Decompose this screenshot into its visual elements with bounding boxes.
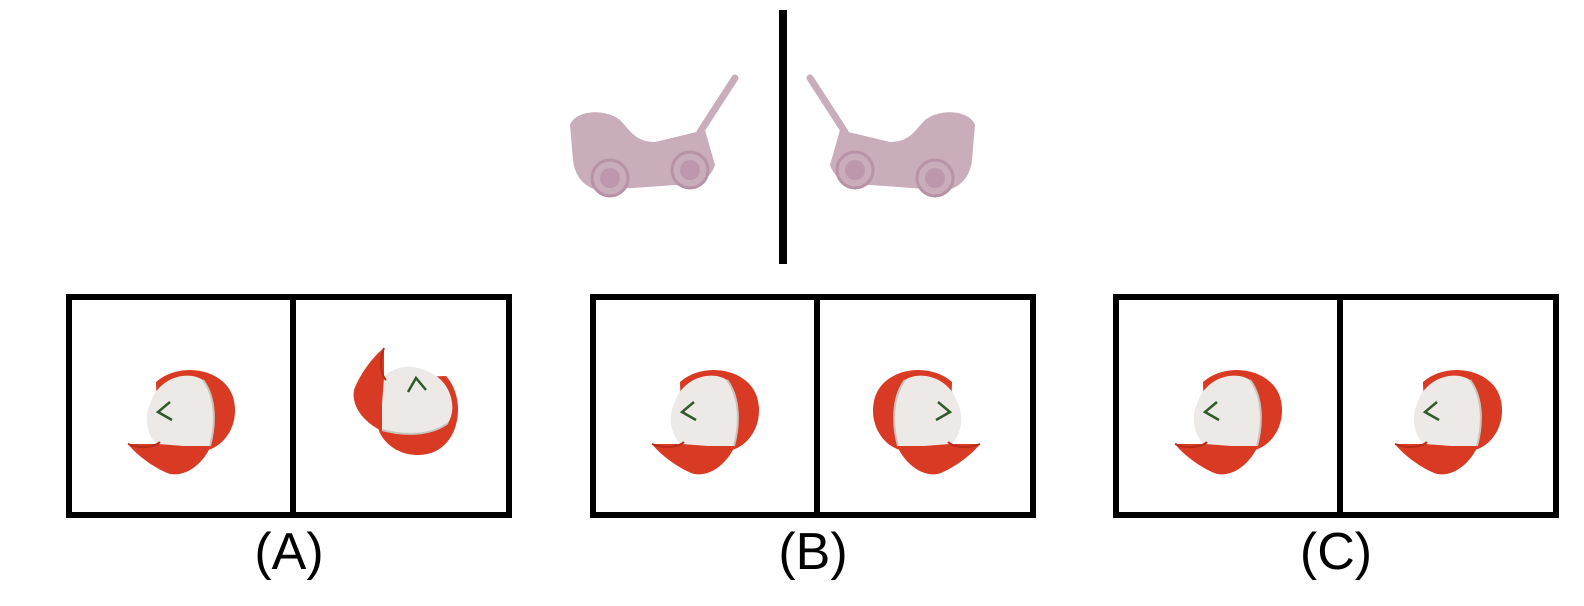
option-b-label: (B) — [778, 523, 848, 581]
cap-image — [642, 362, 772, 492]
cap-image — [1165, 362, 1295, 492]
stroller-mirrored — [806, 70, 980, 205]
option-c-label: (C) — [1299, 523, 1373, 581]
stroller-body-mirrored — [806, 74, 975, 198]
option-b-panel[interactable] — [590, 294, 1036, 518]
cap-image-rotated — [336, 338, 466, 468]
option-c-panel[interactable] — [1113, 294, 1559, 518]
cap-image — [118, 362, 248, 492]
option-c-divider — [1337, 300, 1343, 512]
option-a-panel[interactable] — [66, 294, 512, 518]
cap-image-same — [1385, 362, 1515, 492]
option-b-divider — [814, 300, 820, 512]
option-a-left-cell — [72, 300, 290, 512]
option-c-right-cell — [1343, 300, 1553, 512]
option-b-right-cell — [820, 300, 1030, 512]
cap-image-mirrored — [860, 362, 990, 492]
mirror-line — [779, 10, 787, 264]
option-a-label: (A) — [254, 523, 324, 581]
option-b-left-cell — [596, 300, 814, 512]
stroller-body — [570, 74, 739, 198]
stroller-original — [565, 70, 739, 205]
option-a-right-cell — [296, 300, 506, 512]
option-c-left-cell — [1119, 300, 1337, 512]
option-a-divider — [290, 300, 296, 512]
